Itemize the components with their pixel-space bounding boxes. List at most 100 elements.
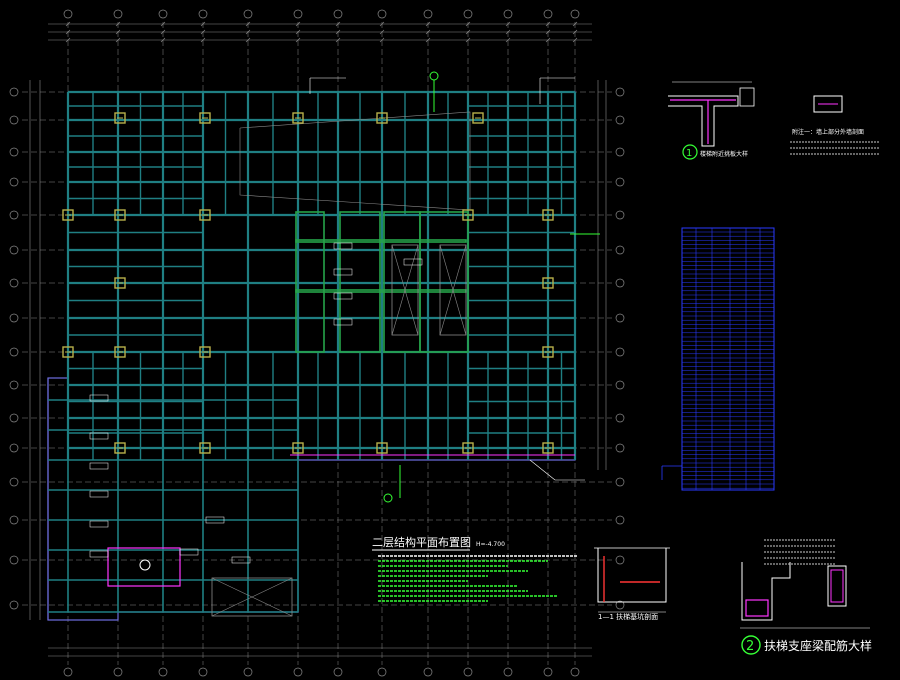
axis-bubble-top bbox=[543, 9, 553, 19]
dimension-tick bbox=[200, 29, 206, 35]
column bbox=[114, 209, 126, 221]
axis-bubble-top bbox=[243, 9, 253, 19]
axis-bubble-left bbox=[9, 555, 19, 565]
column bbox=[376, 442, 388, 454]
dimension-tick bbox=[245, 21, 251, 27]
slab-tag bbox=[205, 516, 225, 524]
axis-bubble-bottom bbox=[463, 667, 473, 677]
dimension-tick bbox=[505, 37, 511, 43]
dimension-tick bbox=[295, 21, 301, 27]
detail-2-section bbox=[741, 562, 791, 621]
slab-tag bbox=[179, 548, 199, 556]
column-layer bbox=[62, 112, 554, 454]
axis-bubble-left bbox=[9, 87, 19, 97]
slab-tag bbox=[333, 268, 353, 276]
column bbox=[114, 442, 126, 454]
axis-bubble-top bbox=[198, 9, 208, 19]
rebar-table-frame bbox=[681, 227, 775, 491]
dimension-tick bbox=[295, 37, 301, 43]
wall-section-box bbox=[813, 95, 843, 113]
slab-tag bbox=[403, 258, 423, 266]
axis-bubble-right bbox=[615, 115, 625, 125]
axis-bubble-bottom bbox=[543, 667, 553, 677]
column bbox=[62, 346, 74, 358]
axis-bubble-left bbox=[9, 115, 19, 125]
detail-1-caption: 楼梯附近挑板大样 bbox=[700, 150, 748, 158]
column bbox=[199, 112, 211, 124]
axis-bubble-top bbox=[463, 9, 473, 19]
section-marker bbox=[383, 493, 393, 503]
slab-tag bbox=[89, 490, 109, 498]
detail-2-number: 2 bbox=[746, 639, 754, 654]
elevator-shaft-cross bbox=[391, 244, 419, 336]
detail-1-section bbox=[668, 95, 739, 147]
dimension-tick bbox=[200, 37, 206, 43]
beam-layer bbox=[47, 90, 577, 621]
axis-bubble-top bbox=[503, 9, 513, 19]
axis-bubble-left bbox=[9, 380, 19, 390]
axis-bubble-left bbox=[9, 177, 19, 187]
axis-bubble-bottom bbox=[158, 667, 168, 677]
shear-wall-layer bbox=[107, 211, 575, 617]
plan-title: 二层结构平面布置图 bbox=[372, 535, 471, 549]
axis-bubble-right bbox=[615, 210, 625, 220]
dimension-tick bbox=[545, 29, 551, 35]
axis-bubble-right bbox=[615, 147, 625, 157]
dimension-tick bbox=[379, 37, 385, 43]
detail-2-caption: 扶梯支座梁配筋大样 bbox=[764, 638, 872, 653]
slab-tag bbox=[89, 462, 109, 470]
axis-bubble-bottom bbox=[198, 667, 208, 677]
axis-bubble-right bbox=[615, 380, 625, 390]
axis-bubble-top bbox=[158, 9, 168, 19]
column bbox=[462, 209, 474, 221]
column bbox=[292, 442, 304, 454]
axis-bubble-left bbox=[9, 278, 19, 288]
leader-line bbox=[529, 459, 556, 481]
detail-2-beam-section bbox=[827, 565, 847, 607]
slab-tag bbox=[333, 318, 353, 326]
slab-tag bbox=[333, 242, 353, 250]
dimension-tick bbox=[65, 29, 71, 35]
dimension-tick bbox=[505, 21, 511, 27]
slab-tag bbox=[89, 550, 109, 558]
elevator-shaft bbox=[391, 244, 419, 336]
dimension-tick bbox=[65, 37, 71, 43]
axis-bubble-right bbox=[615, 413, 625, 423]
axis-bubble-top bbox=[113, 9, 123, 19]
column bbox=[472, 112, 484, 124]
detail-2-marker bbox=[741, 635, 761, 655]
axis-bubble-right bbox=[615, 443, 625, 453]
axis-bubble-top bbox=[423, 9, 433, 19]
shear-wall bbox=[339, 211, 381, 353]
dimension-tick bbox=[545, 21, 551, 27]
section-1-outline bbox=[597, 548, 667, 603]
axis-bubble-left bbox=[9, 147, 19, 157]
dimension-tick bbox=[572, 29, 578, 35]
dimension-tick bbox=[425, 37, 431, 43]
section-caption: 1—1 扶梯基坑剖面 bbox=[598, 612, 658, 621]
axis-bubble-right bbox=[615, 600, 625, 610]
axis-bubble-top bbox=[570, 9, 580, 19]
dimension-tick bbox=[335, 29, 341, 35]
dimension-tick bbox=[465, 37, 471, 43]
notes-title: 附注一：墙上部分外墙剖面 bbox=[792, 128, 864, 136]
escalator-pit-cross bbox=[211, 577, 293, 617]
highlight-box bbox=[107, 547, 181, 587]
axis-bubble-bottom bbox=[423, 667, 433, 677]
axis-bubble-right bbox=[615, 347, 625, 357]
axis-bubble-left bbox=[9, 515, 19, 525]
axis-bubble-right bbox=[615, 278, 625, 288]
column bbox=[542, 346, 554, 358]
shear-wall bbox=[295, 211, 325, 353]
dimension-tick bbox=[379, 21, 385, 27]
column bbox=[199, 346, 211, 358]
escalator-pit bbox=[211, 577, 293, 617]
axis-bubble-bottom bbox=[63, 667, 73, 677]
dimension-tick bbox=[505, 29, 511, 35]
shear-wall bbox=[295, 239, 467, 243]
axis-bubble-left bbox=[9, 413, 19, 423]
dimension-tick bbox=[572, 21, 578, 27]
axis-bubble-right bbox=[615, 87, 625, 97]
axis-bubble-left bbox=[9, 347, 19, 357]
